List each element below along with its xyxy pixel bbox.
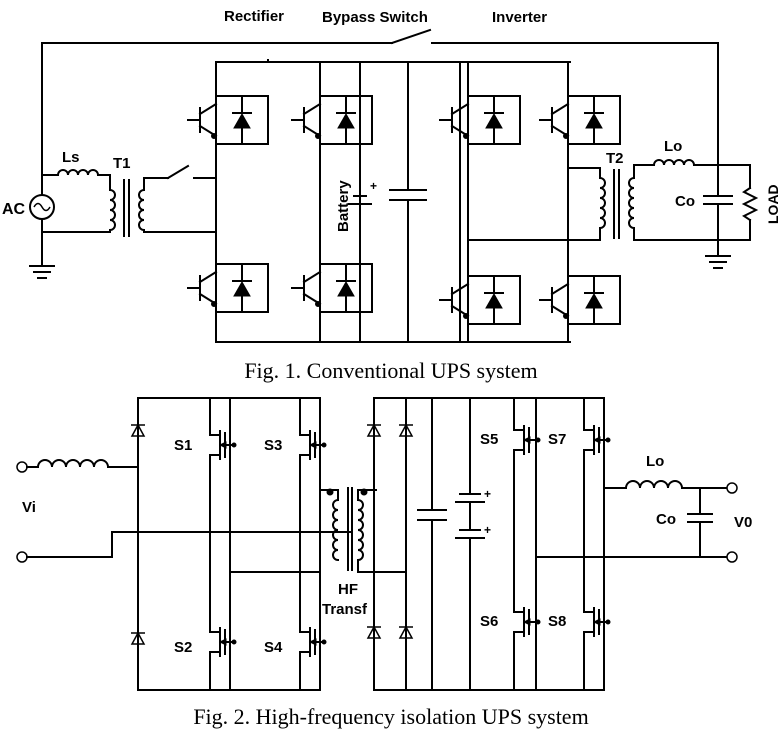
label-ls: Ls (62, 149, 80, 166)
fig1-diagram: Rectifier Bypass Switch Inverter AC Ls T… (2, 8, 781, 383)
label-s3: S3 (264, 437, 282, 454)
label-cap-plus-1: + (484, 487, 491, 501)
label-s4: S4 (264, 639, 283, 656)
caption-fig1: Fig. 1. Conventional UPS system (244, 358, 537, 383)
label-s7: S7 (548, 431, 566, 448)
bypass-switch (390, 28, 432, 45)
lo-inductor-fig1 (652, 159, 696, 167)
label-lo-fig1: Lo (664, 138, 682, 155)
ground-icon (29, 265, 55, 279)
t2-transformer (598, 164, 751, 241)
label-bypass-switch: Bypass Switch (322, 9, 428, 26)
input-inductor (36, 459, 110, 469)
label-s8: S8 (548, 613, 566, 630)
vi-terminal-top (16, 461, 28, 473)
label-transf: Transf (322, 601, 368, 618)
label-s6: S6 (480, 613, 498, 630)
label-t1: T1 (113, 155, 131, 172)
hf-transformer (319, 487, 407, 573)
ground-icon-fig1-out (705, 255, 731, 269)
lo-inductor-fig2 (624, 480, 684, 490)
label-vi: Vi (22, 499, 36, 516)
label-cap-plus-2: + (484, 523, 491, 537)
vi-terminal-bottom (16, 551, 28, 563)
label-battery-plus: + (370, 179, 377, 193)
ls-inductor (56, 169, 100, 177)
label-ac: AC (2, 201, 26, 218)
label-s5: S5 (480, 431, 498, 448)
label-co-fig1: Co (675, 193, 695, 210)
label-battery: Battery (335, 180, 352, 232)
t1-transformer (108, 177, 217, 237)
label-v0: V0 (734, 514, 752, 531)
label-hf: HF (338, 581, 358, 598)
label-t2: T2 (606, 150, 624, 167)
fig2-diagram: Vi S1 S3 S2 S4 S5 S7 S6 S8 HF Transf + +… (16, 397, 752, 729)
label-s2: S2 (174, 639, 192, 656)
v0-terminal-bottom (726, 551, 738, 563)
v0-terminal-top (726, 482, 738, 494)
label-co-fig2: Co (656, 511, 676, 528)
label-s1: S1 (174, 437, 192, 454)
label-load: LOAD (765, 184, 781, 224)
label-rectifier: Rectifier (224, 8, 284, 25)
label-inverter: Inverter (492, 9, 547, 26)
load-resistor (741, 186, 759, 222)
label-lo-fig2: Lo (646, 453, 664, 470)
caption-fig2: Fig. 2. High-frequency isolation UPS sys… (193, 704, 588, 729)
